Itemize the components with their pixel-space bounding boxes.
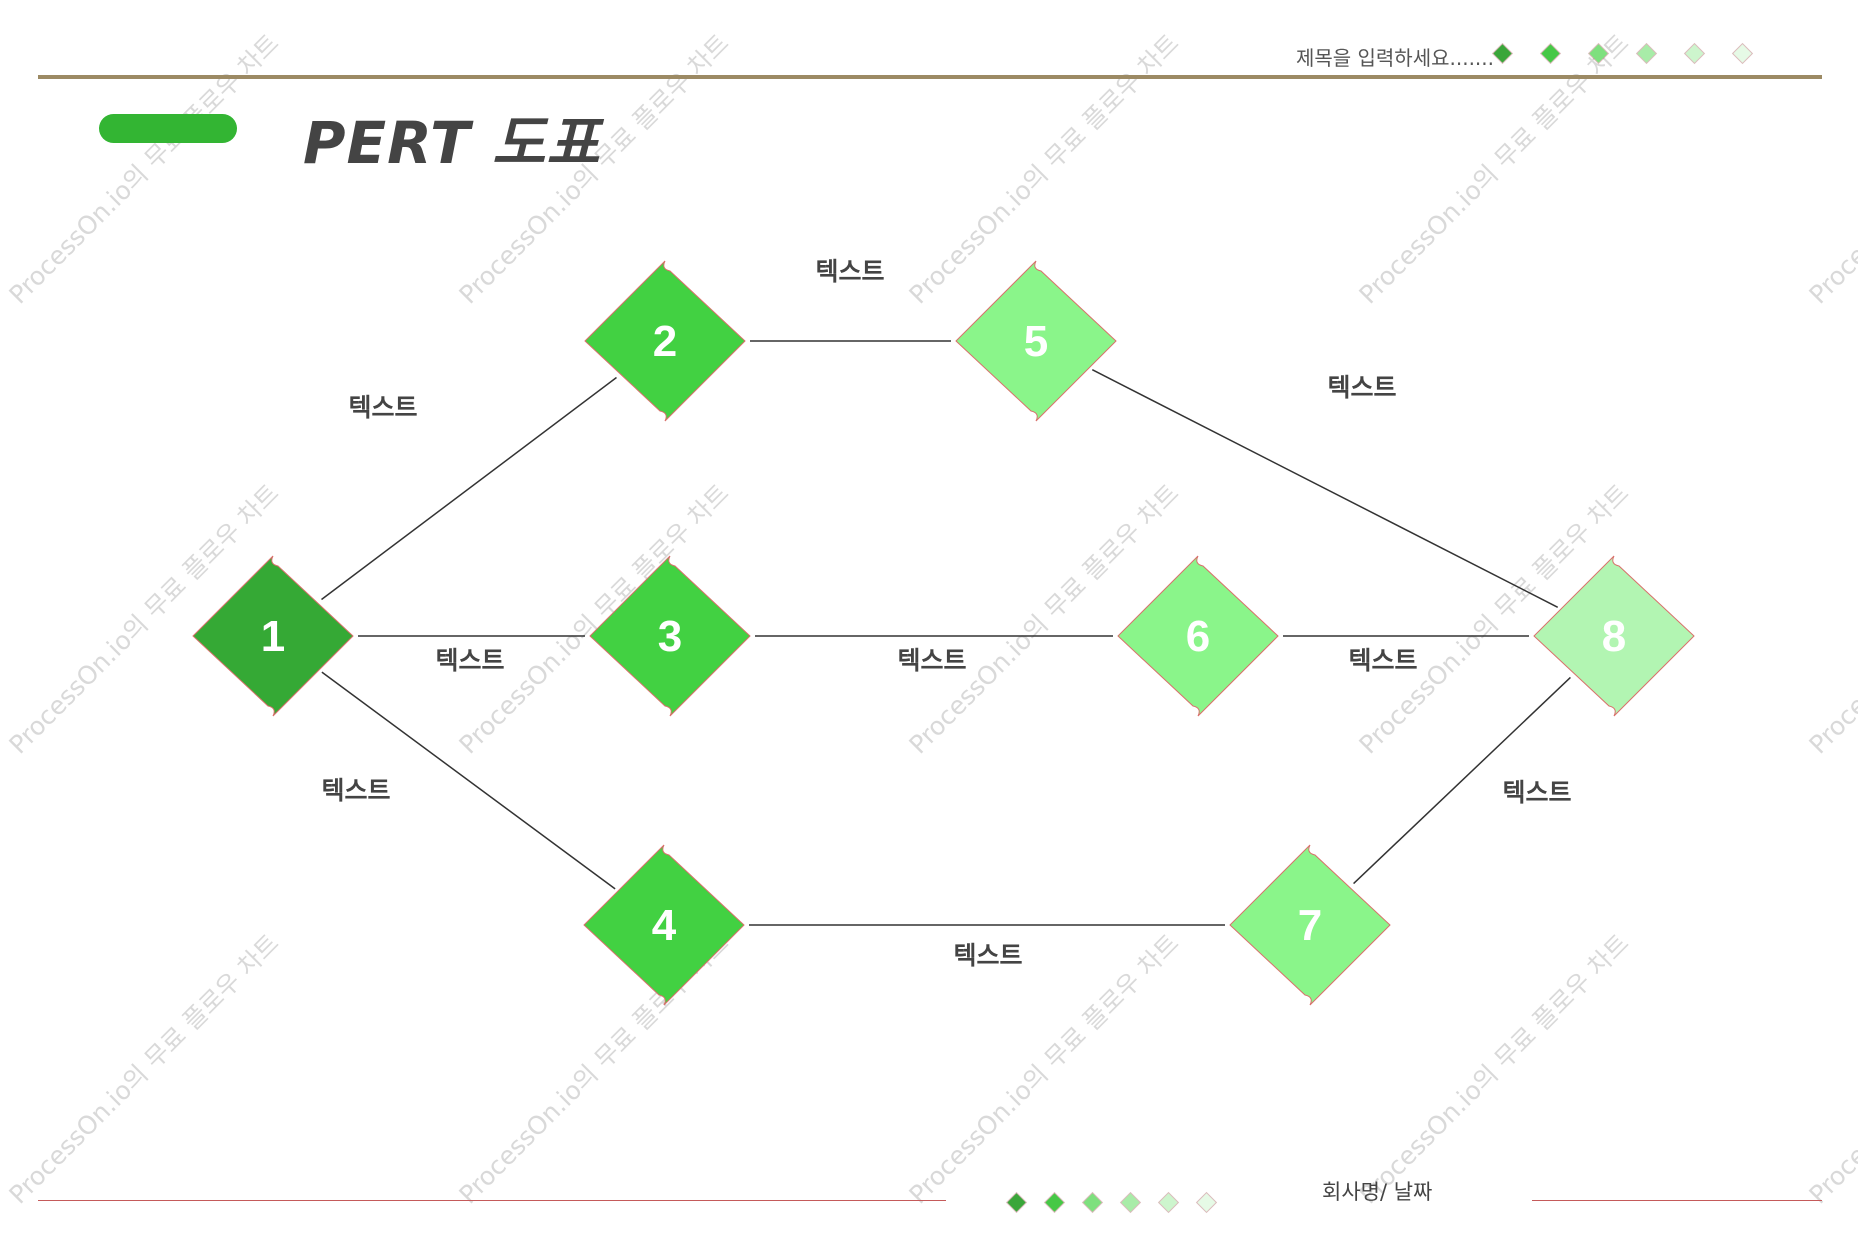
- edge-label-2-5[interactable]: 텍스트: [815, 257, 884, 286]
- node-6-shape: [1117, 555, 1279, 717]
- edge-label-7-8[interactable]: 텍스트: [1502, 778, 1571, 807]
- node-4-shape: [583, 844, 745, 1006]
- header-rule: [38, 75, 1822, 79]
- footer-dot-6: [1197, 1193, 1216, 1212]
- edge-label-3-6[interactable]: 텍스트: [897, 646, 966, 675]
- node-1-shape: [192, 555, 354, 717]
- page-title[interactable]: PERT 도표: [303, 109, 601, 177]
- footer-dot-5: [1159, 1193, 1178, 1212]
- edge-1-2: [321, 376, 617, 601]
- edge-1-4: [321, 671, 616, 890]
- node-4-label: 4: [652, 901, 677, 950]
- node-8[interactable]: 8: [1533, 555, 1695, 717]
- node-7-label: 7: [1298, 901, 1322, 950]
- node-8-label: 8: [1602, 612, 1626, 661]
- edge-label-1-4[interactable]: 텍스트: [321, 776, 390, 805]
- footer-dot-row: [1007, 1193, 1240, 1213]
- edge-label-5-8[interactable]: 텍스트: [1327, 373, 1396, 402]
- node-5-shape: [955, 260, 1117, 422]
- footer-rule-left: [38, 1200, 946, 1201]
- node-7[interactable]: 7: [1229, 844, 1391, 1006]
- footer-dot-3: [1083, 1193, 1102, 1212]
- footer-dot-4: [1121, 1193, 1140, 1212]
- footer-dot-2: [1045, 1193, 1064, 1212]
- edges-layer: [321, 340, 1571, 926]
- edge-7-8: [1353, 676, 1571, 885]
- footer-company-date[interactable]: 회사명/ 날짜: [1322, 1180, 1433, 1204]
- node-3-shape: [589, 555, 751, 717]
- title-accent-pill: [99, 114, 237, 143]
- edge-5-8: [1091, 369, 1559, 608]
- node-3[interactable]: 3: [589, 555, 751, 717]
- edge-label-1-3[interactable]: 텍스트: [435, 646, 504, 675]
- header-subtitle[interactable]: 제목을 입력하세요.......: [1295, 46, 1494, 70]
- edge-label-1-2[interactable]: 텍스트: [348, 393, 417, 422]
- node-6[interactable]: 6: [1117, 555, 1279, 717]
- node-5[interactable]: 5: [955, 260, 1117, 422]
- edge-label-6-8[interactable]: 텍스트: [1348, 646, 1417, 675]
- nodes-layer: 1 2 3 4 5 6 7 8: [192, 260, 1695, 1006]
- node-2-shape: [584, 260, 746, 422]
- footer-rule-right: [1532, 1200, 1822, 1201]
- edge-label-4-7[interactable]: 텍스트: [953, 941, 1022, 970]
- node-2-label: 2: [653, 317, 677, 366]
- footer-dot-1: [1007, 1193, 1026, 1212]
- node-7-shape: [1229, 844, 1391, 1006]
- node-6-label: 6: [1186, 612, 1210, 661]
- node-2[interactable]: 2: [584, 260, 746, 422]
- node-1[interactable]: 1: [192, 555, 354, 717]
- node-3-label: 3: [658, 612, 682, 661]
- node-8-shape: [1533, 555, 1695, 717]
- node-4[interactable]: 4: [583, 844, 745, 1006]
- node-1-label: 1: [261, 612, 285, 661]
- node-5-label: 5: [1024, 317, 1048, 366]
